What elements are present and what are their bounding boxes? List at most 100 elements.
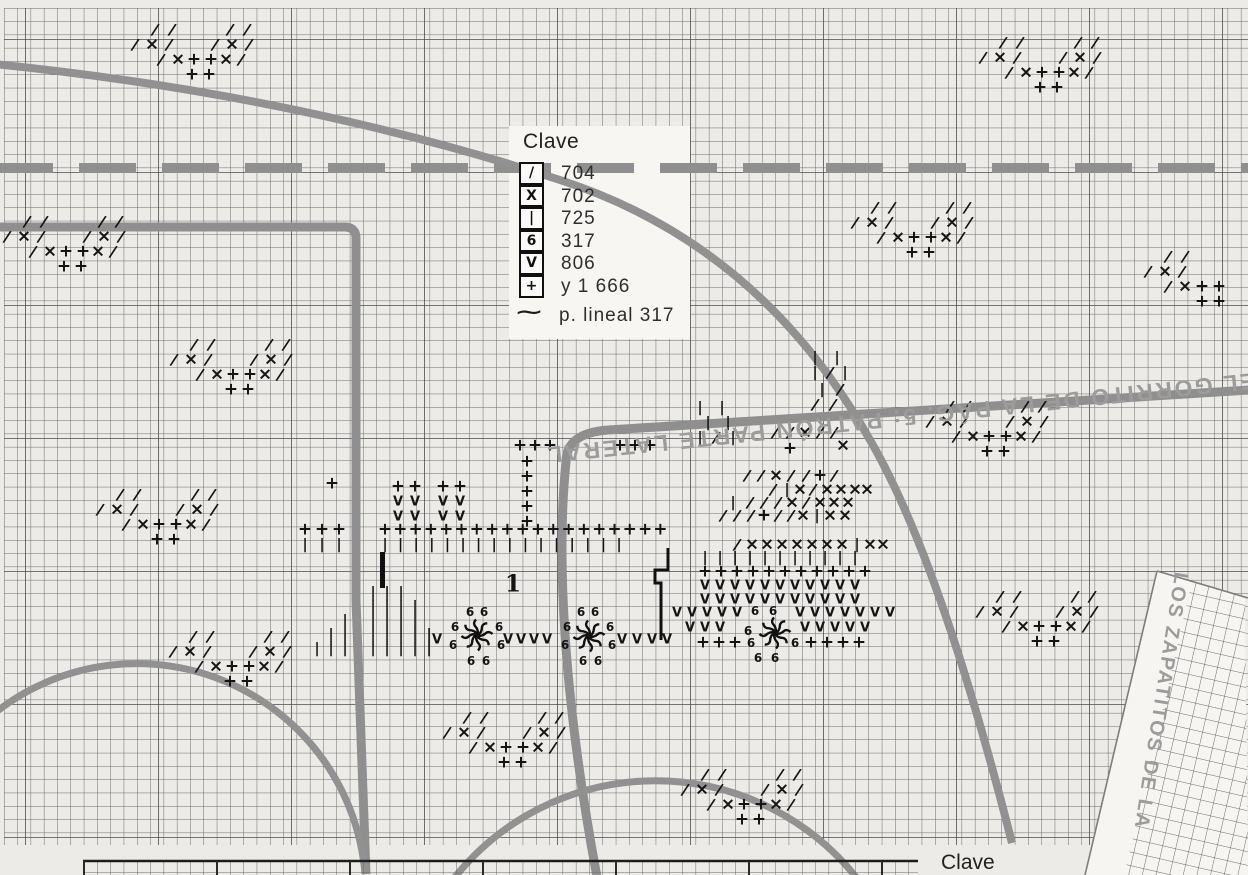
stitch-symbol-plus-stitch: + <box>519 466 535 487</box>
stitch-symbol-bar-stitch: | <box>717 550 723 566</box>
stitch-symbol-cross-stitch: × <box>774 534 790 555</box>
stitch-symbol-bar-stitch: | <box>616 537 622 553</box>
stitch-symbol-plus-stitch: + <box>1049 77 1065 98</box>
stitch-symbol-bar-stitch: | <box>585 537 591 553</box>
stitch-symbol-bar-stitch: | <box>384 641 390 657</box>
legend-symbol-box: 6 <box>519 229 544 253</box>
stitch-symbol-plus-stitch: + <box>1194 276 1210 297</box>
stitch-symbol-v-stitch: V <box>759 592 771 608</box>
stitch-symbol-bar-stitch: | <box>426 641 432 657</box>
stitch-symbol-plus-stitch: + <box>809 561 825 582</box>
stitch-symbol-bar-stitch: | <box>762 550 768 566</box>
stitch-symbol-plus-stitch: + <box>519 481 535 502</box>
stitch-symbol-plus-stitch: + <box>622 519 637 540</box>
stitch-symbol-plus-stitch: + <box>390 476 406 497</box>
stitch-symbol-petal-stitch: 6 <box>590 605 600 619</box>
legend-row: + y 1 666 <box>519 274 691 298</box>
stitch-symbol-petal-stitch: 6 <box>743 624 753 638</box>
stitch-symbol-petal-stitch: 6 <box>770 651 780 665</box>
stitch-symbol-plus-stitch: + <box>151 514 167 535</box>
stitch-symbol-bar-stitch: | <box>719 400 725 416</box>
stitch-symbol-v-stitch: V <box>804 592 816 608</box>
stitch-symbol-cross-stitch: × <box>822 505 838 526</box>
stitch-symbol-plus-stitch: + <box>241 656 257 677</box>
stitch-symbol-bar-stitch: | <box>412 613 418 629</box>
stitch-symbol-bar-stitch: | <box>554 537 560 553</box>
stitch-symbol-cross-stitch: × <box>42 241 58 262</box>
stitch-symbol-petal-stitch: 6 <box>494 620 504 634</box>
stitch-symbol-plus-stitch: + <box>498 737 514 758</box>
stitch-symbol-plus-stitch: + <box>1034 62 1050 83</box>
stitch-symbol-cross-stitch: × <box>864 212 880 233</box>
legend: Clave / 704 X 702 | 725 6 317 V 806 + y … <box>509 126 691 340</box>
stitch-symbol-cross-stitch: × <box>1013 426 1029 447</box>
stitch-symbol-v-stitch: V <box>819 592 831 608</box>
stitch-symbol-v-stitch: V <box>854 605 866 621</box>
stitch-symbol-plus-stitch: + <box>546 519 561 540</box>
stitch-symbol-cross-stitch: × <box>720 794 736 815</box>
stitch-symbol-bar-stitch: | <box>398 599 404 615</box>
stitch-symbol-v-stitch: V <box>409 509 421 525</box>
stitch-symbol-v-stitch: V <box>714 620 726 636</box>
stitch-symbol-plus-stitch: + <box>713 561 729 582</box>
stitch-symbol-v-stitch: V <box>744 578 756 594</box>
stitch-symbol-v-stitch: V <box>774 592 786 608</box>
stitch-symbol-plus-stitch: + <box>825 561 841 582</box>
stitch-symbol-plus-stitch: + <box>695 632 711 653</box>
stitch-symbol-bar-stitch: | <box>837 550 843 566</box>
stitch-symbol-plus-stitch: + <box>981 426 997 447</box>
backstitch-numeral: 1 <box>504 570 522 598</box>
stitch-symbol-plus-stitch: + <box>1031 616 1047 637</box>
stitch-symbol-plus-stitch: + <box>435 476 451 497</box>
stitch-symbol-plus-stitch: + <box>803 632 819 653</box>
stitch-symbol-plus-stitch: + <box>314 519 330 540</box>
stitch-symbol-petal-stitch: 6 <box>746 636 756 650</box>
stitch-symbol-bar-stitch: | <box>730 430 736 446</box>
legend-code: 704 <box>561 163 596 184</box>
stitch-symbol-plus-stitch: + <box>812 465 828 486</box>
stitch-symbol-plus-stitch: + <box>923 227 939 248</box>
stitch-symbol-plus-stitch: + <box>906 227 922 248</box>
stitch-symbol-petal-stitch: 6 <box>466 654 476 668</box>
stitch-symbol-bar-stitch: | <box>398 537 404 553</box>
stitch-symbol-plus-stitch: + <box>469 519 484 540</box>
stitch-symbol-petal-stitch: 6 <box>605 620 615 634</box>
stitch-symbol-cross-stitch: × <box>218 49 234 70</box>
stitch-symbol-petal-stitch: 6 <box>593 654 603 668</box>
stitch-symbol-bar-stitch: | <box>538 537 544 553</box>
stitch-symbol-plus-stitch: + <box>500 519 515 540</box>
stitch-symbol-bar-stitch: | <box>384 585 390 601</box>
stitch-symbol-plus-stitch: + <box>512 435 528 456</box>
curve-bottom-center <box>452 777 859 875</box>
stitch-symbol-v-stitch: V <box>834 578 846 594</box>
legend-title: Clave <box>523 130 580 153</box>
legend-row: / 704 <box>519 162 691 185</box>
stitch-symbol-cross-stitch: × <box>944 212 960 233</box>
stitch-symbol-plus-stitch: + <box>1046 631 1062 652</box>
stitch-symbol-bar-stitch: | <box>792 550 798 566</box>
stitch-symbol-plus-stitch: + <box>527 435 543 456</box>
stitch-symbol-plus-stitch: + <box>777 561 793 582</box>
stitch-symbol-bar-stitch: | <box>522 537 528 553</box>
stitch-symbol-plus-stitch: + <box>835 632 851 653</box>
stitch-symbol-plus-stitch: + <box>819 632 835 653</box>
stitch-symbol-cross-stitch: × <box>182 641 198 662</box>
legend-code: 806 <box>561 253 596 275</box>
stitch-symbol-v-stitch: V <box>671 605 683 621</box>
stitch-symbol-plus-stitch: + <box>530 519 546 540</box>
stitch-symbol-bar-stitch: | <box>822 550 828 566</box>
stitch-symbol-bar-stitch: | <box>314 641 320 657</box>
legend-row: | 725 <box>519 207 691 230</box>
stitch-symbol-petal-stitch: 6 <box>481 654 491 668</box>
stitch-symbol-plus-stitch: + <box>751 809 767 830</box>
stitch-symbol-plus-stitch: + <box>331 519 347 540</box>
stitch-symbol-v-stitch: V <box>731 605 743 621</box>
stitch-symbol-plus-stitch: + <box>239 671 255 692</box>
stitch-symbol-cross-stitch: × <box>16 226 32 247</box>
stitch-symbol-bar-stitch: | <box>697 400 703 416</box>
stitch-symbol-v-stitch: V <box>729 578 741 594</box>
stitch-symbol-bar-stitch: | <box>370 599 376 615</box>
stitch-symbol-bar-stitch: | <box>384 613 390 629</box>
stitch-symbol-v-stitch: V <box>774 578 786 594</box>
